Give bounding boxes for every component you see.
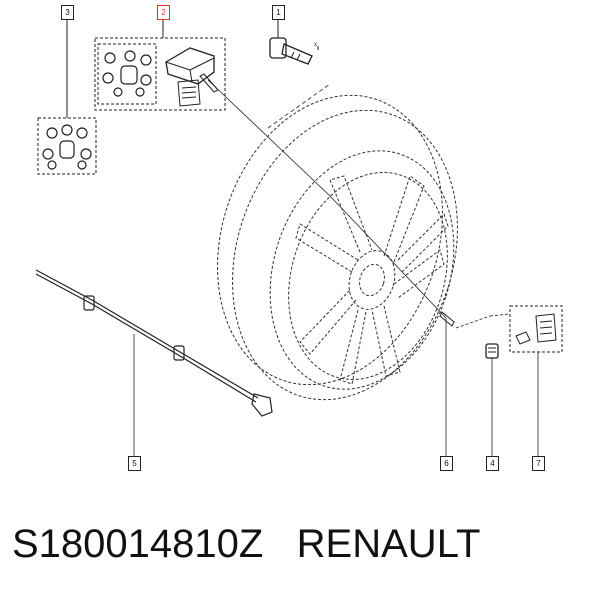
callout-7[interactable]: 7 [532,456,545,471]
valve-kit-box-7 [509,305,563,456]
callout-6[interactable]: 6 [440,456,453,471]
wheel-assembly [217,94,458,401]
svg-text:x: x [314,42,317,48]
valve-part-1: x [269,18,319,65]
caption: S180014810Z RENAULT [12,516,592,572]
callout-3[interactable]: 3 [61,5,74,20]
valve-nut-part-6 [439,311,455,327]
callout-2[interactable]: 2 [157,5,170,20]
callout-4[interactable]: 4 [486,456,499,471]
sensor-kit-box-2 [94,18,226,111]
part-number: S180014810Z [12,522,264,566]
parts-diagram: x [35,18,563,456]
callout-1[interactable]: 1 [272,5,285,20]
valve-cap-part-4 [455,313,511,456]
callout-5[interactable]: 5 [128,456,141,471]
harness-part-5 [35,269,273,456]
seal-kit-box-3 [37,18,97,175]
leader-lines [207,79,447,319]
brand-name: RENAULT [296,522,481,566]
